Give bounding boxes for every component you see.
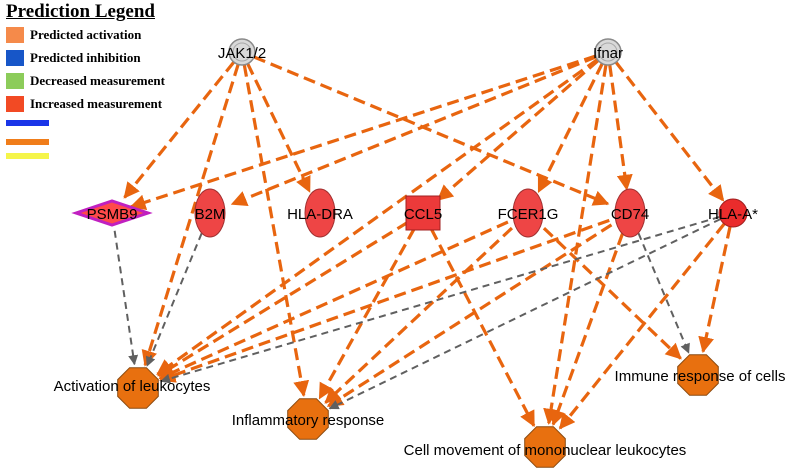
regulator-node-jak[interactable]: JAK1/2	[218, 38, 266, 66]
edge-ifnar-to-mov	[543, 64, 608, 425]
regulator-inner-ring	[598, 42, 618, 62]
legend-label-increased: Increased measurement	[30, 96, 163, 111]
molecule-shape	[194, 188, 226, 238]
edge-b2m-to-act	[145, 232, 203, 367]
legend-line-orange	[6, 139, 49, 145]
legend-title: Prediction Legend	[6, 1, 156, 22]
molecule-shape	[304, 188, 336, 238]
edge-hlaa-to-imm	[698, 226, 732, 354]
regulator-label: Ifnar	[593, 45, 623, 62]
molecule-shape	[512, 188, 544, 238]
edge-fcer1g-to-inf	[324, 226, 514, 404]
regulator-inner-ring	[232, 42, 252, 62]
edge-ifnar-to-cd74	[608, 64, 633, 191]
molecule-label: HLA-DRA	[287, 206, 353, 223]
molecule-node-b2m[interactable]: B2M	[194, 188, 226, 238]
legend-item-decreased: Decreased measurement	[6, 72, 165, 90]
regulator-label: JAK1/2	[218, 45, 266, 62]
edge-jak-to-inf	[242, 64, 310, 397]
molecule-label: PSMB9	[87, 206, 138, 223]
legend-label-decreased: Decreased measurement	[30, 73, 165, 88]
function-octagon	[287, 398, 329, 440]
legend-label-inhibition: Predicted inhibition	[30, 50, 141, 65]
molecule-label: HLA-A*	[708, 206, 758, 223]
edge-cd74-to-mov	[550, 233, 624, 426]
molecule-node-psmb9[interactable]: PSMB9	[71, 199, 153, 227]
function-node-mov[interactable]: Cell movement of mononuclear leukocytes	[404, 426, 687, 468]
edge-hlaa-to-inf	[328, 218, 721, 410]
edge-hlaa-to-act	[160, 215, 720, 384]
molecule-shape	[718, 198, 748, 228]
molecule-node-hlaa[interactable]: HLA-A*	[708, 198, 758, 228]
molecule-shape	[71, 199, 153, 227]
molecule-label: B2M	[195, 206, 226, 223]
molecule-node-cd74[interactable]: CD74	[611, 188, 649, 238]
legend-line-yellow	[6, 153, 49, 159]
activation-swatch	[6, 27, 24, 43]
function-octagon	[524, 426, 566, 468]
regulator-node-ifnar[interactable]: Ifnar	[593, 38, 623, 66]
edge-hlaa-to-mov	[558, 222, 726, 430]
molecule-label: CCL5	[404, 206, 442, 223]
prediction-legend: Prediction Legend Predicted activation P…	[4, 0, 204, 170]
edge-ifnar-to-b2m	[230, 55, 597, 207]
legend-item-increased: Increased measurement	[6, 95, 162, 113]
edge-ccl5-to-inf	[318, 227, 416, 400]
increased-swatch	[6, 96, 24, 112]
edge-ifnar-to-psmb9	[129, 54, 597, 210]
legend-item-activation: Predicted activation	[6, 26, 141, 44]
edge-cd74-to-imm	[637, 232, 690, 354]
edge-ifnar-to-hlaa	[614, 61, 725, 202]
edge-jak-to-act	[141, 63, 240, 367]
edge-jak-to-psmb9	[123, 61, 236, 199]
molecule-label: CD74	[611, 206, 649, 223]
function-node-imm[interactable]: Immune response of cells	[615, 354, 786, 396]
edge-fcer1g-to-act	[158, 220, 509, 380]
function-node-act[interactable]: Activation of leukocytes	[54, 367, 211, 409]
legend-item-inhibition: Predicted inhibition	[6, 49, 141, 67]
edges-layer	[113, 54, 732, 430]
edge-ifnar-to-act	[156, 58, 599, 376]
edge-jak-to-cd74	[253, 55, 610, 206]
molecule-shape	[405, 195, 441, 231]
function-label: Activation of leukocytes	[54, 378, 211, 395]
legend-line-blue	[6, 120, 49, 126]
edge-cd74-to-inf	[326, 223, 613, 408]
molecule-label: FCER1G	[498, 206, 559, 223]
edge-ifnar-to-fcer1g	[537, 62, 604, 193]
legend-label-activation: Predicted activation	[30, 27, 142, 42]
edge-fcer1g-to-imm	[542, 227, 682, 360]
function-label: Immune response of cells	[615, 368, 786, 385]
inhibition-swatch	[6, 50, 24, 66]
edge-ccl5-to-mov	[429, 228, 536, 428]
function-label: Cell movement of mononuclear leukocytes	[404, 442, 687, 459]
molecule-node-hladra[interactable]: HLA-DRA	[287, 188, 353, 238]
molecule-node-fcer1g[interactable]: FCER1G	[498, 188, 559, 238]
function-label: Inflammatory response	[232, 412, 385, 429]
edge-cd74-to-act	[159, 218, 610, 383]
edge-jak-to-hladra	[246, 63, 311, 193]
function-octagon	[117, 367, 159, 409]
edge-ccl5-to-act	[157, 221, 409, 377]
decreased-swatch	[6, 73, 24, 89]
function-node-inf[interactable]: Inflammatory response	[232, 398, 385, 440]
edge-psmb9-to-act	[113, 230, 139, 366]
function-octagon	[677, 354, 719, 396]
molecule-shape	[614, 188, 646, 238]
molecule-node-ccl5[interactable]: CCL5	[404, 195, 442, 231]
